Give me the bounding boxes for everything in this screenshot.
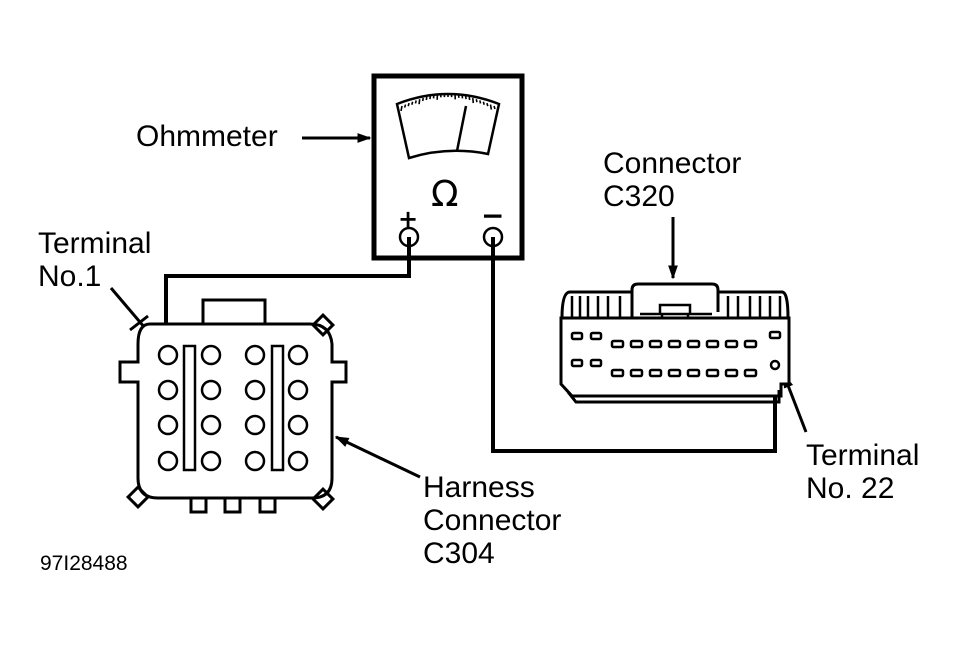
- c320-top-band: [560, 290, 790, 319]
- positive-terminal-symbol: +: [398, 205, 418, 233]
- connector-c320: [559, 282, 791, 404]
- c304-bottom-tab: [223, 496, 242, 514]
- c320-pin: [705, 339, 720, 349]
- c320-pin: [724, 368, 739, 378]
- ohmmeter-scale-ticks: [400, 94, 496, 112]
- connector-c320-label-line1: Connector: [603, 147, 741, 180]
- negative-test-lead: [491, 237, 777, 453]
- c320-pin: [610, 339, 625, 349]
- c320-pin: [686, 339, 701, 349]
- c320-pin: [768, 330, 782, 340]
- c320-pin: [570, 358, 584, 368]
- c304-bottom-tab: [258, 496, 277, 514]
- connector-c320-label-line2: C320: [603, 180, 675, 213]
- negative-terminal-symbol: −: [481, 199, 504, 232]
- c304-top-latch: [201, 298, 267, 326]
- c304-pin: [287, 414, 309, 436]
- c304-pin: [200, 450, 222, 472]
- harness-connector-label-line2: Connector: [423, 504, 561, 537]
- c304-pin: [287, 379, 309, 401]
- terminal-1-label-line1: Terminal: [38, 227, 151, 260]
- scale-tick: [471, 97, 475, 104]
- scale-tick: [479, 100, 482, 104]
- c304-corner-tab: [310, 312, 336, 338]
- scale-tick: [475, 99, 478, 103]
- ohm-symbol: Ω: [431, 174, 459, 215]
- scale-tick: [403, 104, 407, 108]
- terminal-22-label-line1: Terminal: [806, 439, 919, 472]
- terminal-1-label-line2: No.1: [38, 260, 101, 293]
- c320-latch: [630, 282, 720, 312]
- harness-connector-label-line1: Harness: [423, 471, 535, 504]
- figure-id: 97I28488: [40, 552, 128, 575]
- ohmmeter-label: Ohmmeter: [136, 120, 278, 153]
- c320-pin: [648, 339, 663, 349]
- scale-tick: [486, 102, 489, 107]
- c304-pin: [244, 414, 266, 436]
- c320-pin: [667, 339, 682, 349]
- scale-tick: [411, 101, 414, 105]
- c304-divider: [182, 344, 197, 472]
- positive-test-lead: [164, 237, 411, 354]
- c320-latch-detail: [640, 303, 712, 316]
- scale-tick: [493, 105, 496, 110]
- c304-bottom-tab: [189, 496, 208, 514]
- c304-pin: [244, 344, 266, 366]
- c304-pin: [157, 344, 179, 366]
- c304-divider: [270, 344, 285, 472]
- scale-tick: [421, 97, 425, 102]
- ohmmeter-body: [371, 73, 525, 261]
- scale-tick: [407, 102, 410, 107]
- c320-pin: [724, 339, 739, 349]
- c320-pin: [629, 339, 644, 349]
- c304-corner-tab: [129, 314, 149, 332]
- c320-body: [559, 316, 791, 398]
- harness-connector-c304: [118, 298, 348, 514]
- c320-pin: [570, 331, 584, 341]
- ohmmeter-dial-window: [395, 92, 501, 160]
- c320-pin: [648, 368, 663, 378]
- c320-pin: [705, 368, 720, 378]
- scale-tick: [489, 104, 493, 110]
- scale-tick: [400, 105, 403, 112]
- scale-tick: [418, 99, 421, 105]
- harness-connector-label-line3: C304: [423, 537, 495, 570]
- c304-corner-tab: [125, 484, 151, 510]
- c304-pin: [200, 379, 222, 401]
- c320-pins: [570, 330, 782, 378]
- c320-ribs: [570, 296, 782, 318]
- c304-body: [118, 322, 348, 500]
- c320-pin: [743, 368, 758, 378]
- c304-pin: [287, 450, 309, 472]
- c304-pin: [157, 379, 179, 401]
- c304-pin: [200, 344, 222, 366]
- c320-pin: [589, 358, 603, 368]
- c304-pin: [200, 414, 222, 436]
- c304-pin: [157, 450, 179, 472]
- scale-tick: [414, 100, 417, 104]
- c304-pin: [244, 450, 266, 472]
- terminal-22-label-line2: No. 22: [806, 472, 894, 505]
- c320-base-lip: [566, 390, 781, 404]
- harness-connector-pointer-arrow: [334, 435, 421, 479]
- c304-pins: [157, 344, 309, 472]
- ohmmeter-needle: [455, 105, 468, 152]
- c320-terminal-22-pin: [769, 359, 781, 371]
- c320-pin: [743, 339, 758, 349]
- scale-tick: [482, 101, 485, 105]
- c320-pin: [686, 368, 701, 378]
- c320-pin: [667, 368, 682, 378]
- c304-corner-tab: [310, 486, 336, 512]
- c320-pin: [629, 368, 644, 378]
- c304-pin: [244, 379, 266, 401]
- ohmmeter: Ω + −: [371, 73, 525, 261]
- c320-pin: [589, 331, 603, 341]
- c304-pin: [287, 344, 309, 366]
- c320-pin: [610, 368, 625, 378]
- c304-pin: [157, 414, 179, 436]
